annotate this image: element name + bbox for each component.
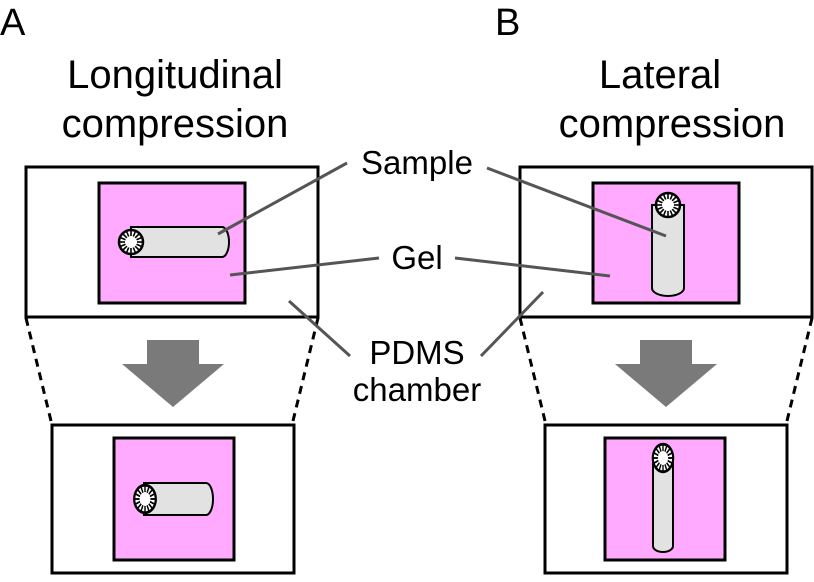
panel-a-letter: A <box>0 2 26 44</box>
sample-a-top <box>117 226 230 258</box>
leader-chamber-a <box>287 299 352 358</box>
leader-gel-a <box>229 256 380 277</box>
projection-line-b-left <box>518 317 548 426</box>
leader-sample-b <box>486 166 667 238</box>
projection-line-b-right <box>784 317 814 426</box>
sample-label: Sample <box>361 144 473 181</box>
gel-label: Gel <box>391 239 442 276</box>
projection-line-a-right <box>290 317 320 426</box>
panel-b: B Lateral compression <box>495 2 814 575</box>
leader-chamber-b <box>479 290 545 358</box>
sample-b-bottom <box>651 442 675 553</box>
panel-a-title-line1: Longitudinal <box>67 53 283 97</box>
panel-b-title-line2: compression <box>559 102 786 146</box>
panel-b-letter: B <box>495 2 520 44</box>
panel-a-title-line2: compression <box>62 102 289 146</box>
leader-lines <box>217 161 667 358</box>
panel-b-title-line1: Lateral <box>599 53 721 97</box>
sample-b-top <box>651 191 685 297</box>
pdms-chamber-label-line1: PDMS <box>369 334 464 371</box>
compression-arrow-b <box>615 340 717 407</box>
compression-arrow-a <box>122 340 224 407</box>
panel-a: A Longitudinal compression <box>0 2 320 575</box>
pdms-chamber-label-line2: chamber <box>353 371 481 408</box>
sample-a-bottom <box>132 482 214 516</box>
projection-line-a-left <box>24 317 54 426</box>
leader-gel-b <box>454 256 611 278</box>
leader-sample-a <box>217 161 348 236</box>
